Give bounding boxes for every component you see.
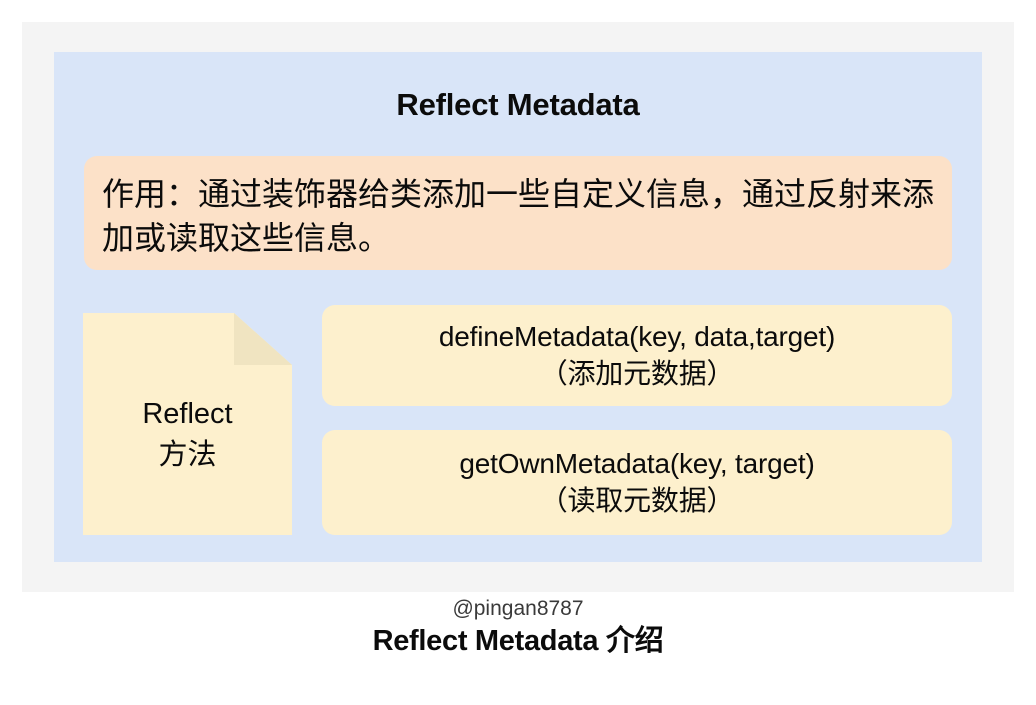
- method-signature: defineMetadata(key, data,target): [438, 321, 836, 352]
- reflect-methods-note: Reflect 方法: [83, 313, 292, 535]
- caption-title: Reflect Metadata 介绍: [372, 625, 664, 657]
- figure-caption: @pingan8787 Reflect Metadata 介绍: [0, 596, 1036, 660]
- note-label-line2: 方法: [158, 439, 217, 471]
- panel-title: Reflect Metadata: [396, 87, 640, 122]
- note-page-icon: [83, 313, 292, 535]
- caption-handle: @pingan8787: [452, 597, 584, 620]
- method-card-get-own-metadata: getOwnMetadata(key, target) （读取元数据）: [322, 430, 952, 535]
- description-text: 作用：通过装饰器给类添加一些自定义信息，通过反射来添加或读取这些信息。: [102, 176, 935, 256]
- method-card-define-metadata: defineMetadata(key, data,target) （添加元数据）: [322, 305, 952, 406]
- method-signature: getOwnMetadata(key, target): [459, 448, 815, 479]
- description-box: 作用：通过装饰器给类添加一些自定义信息，通过反射来添加或读取这些信息。: [84, 156, 952, 270]
- note-label-line1: Reflect: [142, 398, 233, 430]
- method-description: （读取元数据）: [539, 485, 735, 516]
- note-label: Reflect 方法: [83, 313, 292, 535]
- method-description: （添加元数据）: [539, 358, 735, 389]
